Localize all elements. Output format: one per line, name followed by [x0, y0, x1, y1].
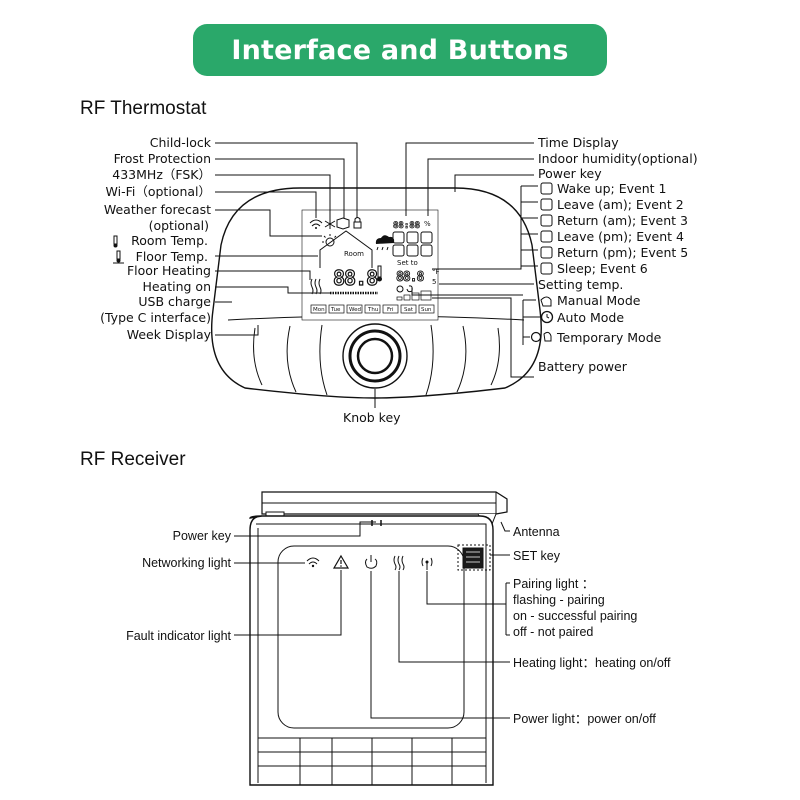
section-title-thermostat: RF Thermostat: [80, 98, 207, 119]
heating-light-icon: [393, 555, 405, 571]
networking-light-icon: [306, 557, 320, 568]
pairing-light-icon: [421, 557, 433, 570]
label-knob-key: Knob key: [343, 410, 401, 425]
banner-title: Interface and Buttons: [231, 34, 569, 66]
label-weather-forecast: Weather forecast: [104, 202, 211, 217]
lcd-clock-digits: 88:88: [393, 221, 420, 231]
lcd-screen: 88:88 % Room Set to 88.8 88.8 °F 5: [301, 209, 440, 321]
label-fault-indicator: Fault indicator light: [126, 629, 231, 643]
fault-indicator-icon: [332, 554, 350, 569]
label-wake-up: Wake up; Event 1: [557, 181, 666, 196]
thermostat-left-leaders: [215, 142, 358, 336]
label-floor-heating: Floor Heating: [127, 263, 211, 278]
label-wifi: Wi-Fi（optional）: [106, 184, 211, 199]
title-banner: Interface and Buttons: [193, 24, 607, 76]
label-room-temp: Room Temp.: [131, 233, 208, 248]
label-heating-on: Heating on: [142, 279, 211, 294]
wake-up-icon: [540, 182, 553, 195]
label-time-display: Time Display: [537, 135, 619, 150]
label-indoor-humidity: Indoor humidity(optional): [538, 151, 698, 166]
thermostat-right-leaders: [405, 142, 540, 378]
leave-pm-icon: [540, 230, 553, 243]
label-pairing-on: on - successful pairing: [513, 609, 637, 623]
auto-mode-icon: [540, 310, 554, 324]
day-wed: Wed: [349, 307, 361, 313]
event-icons-grid: [392, 231, 433, 257]
return-pm-icon: [540, 246, 553, 259]
label-networking-light: Networking light: [142, 556, 231, 570]
day-fri: Fri: [387, 307, 394, 313]
day-mon: Mon: [313, 307, 325, 313]
receiver-right-labels: Antenna SET key Pairing light ： flashing…: [513, 525, 671, 726]
sleep-icon: [540, 262, 553, 275]
knob-key[interactable]: [342, 323, 408, 389]
label-setting-temp: Setting temp.: [538, 277, 623, 292]
label-heating-light: Heating light：heating on/off: [513, 656, 671, 670]
wifi-icon: [309, 219, 323, 229]
lcd-unit-icon: °F: [432, 268, 440, 276]
day-sun: Sun: [421, 307, 432, 313]
thermostat-right-labels: Time Display Indoor humidity(optional) P…: [530, 135, 698, 374]
room-thermometer-icon: [113, 235, 118, 248]
lcd-set-to-label: Set to: [397, 259, 418, 267]
label-433mhz: 433MHz（FSK）: [112, 167, 211, 182]
433mhz-icon: [336, 217, 350, 230]
label-week-display: Week Display: [127, 327, 212, 342]
lcd-room-label: Room: [344, 250, 364, 258]
lcd-set-digits: 88.8: [396, 270, 424, 285]
label-temporary-mode: Temporary Mode: [556, 330, 662, 345]
receiver-leaders: [234, 521, 510, 719]
label-usb-charge: USB charge: [138, 294, 211, 309]
label-power-light: Power light：power on/off: [513, 712, 656, 726]
label-type-c: (Type C interface): [100, 310, 211, 325]
week-display: Mon Tue Wed Thu Fri Sat Sun: [310, 304, 435, 314]
label-manual-mode: Manual Mode: [557, 293, 641, 308]
weather-cloud-icon: [375, 235, 395, 251]
label-set-key: SET key: [513, 549, 561, 563]
set-key[interactable]: [457, 544, 491, 571]
day-tue: Tue: [330, 307, 341, 313]
label-receiver-power-key: Power key: [173, 529, 232, 543]
floor-heating-icon: [310, 278, 322, 295]
lcd-thermometer-icon: [377, 265, 382, 282]
label-pairing-off: off - not paired: [513, 625, 593, 639]
section-title-receiver: RF Receiver: [80, 449, 186, 470]
label-leave-am: Leave (am); Event 2: [557, 197, 684, 212]
temporary-mode-icon: [530, 331, 552, 343]
day-thu: Thu: [367, 307, 378, 313]
lcd-digit-5: 5: [432, 278, 436, 286]
label-power-key: Power key: [538, 166, 602, 181]
thermostat-left-labels: Child-lock Frost Protection 433MHz（FSK） …: [100, 135, 212, 342]
weather-sun-icon: [322, 234, 337, 247]
power-light-icon: [365, 555, 378, 569]
label-battery-power: Battery power: [538, 359, 628, 374]
label-antenna: Antenna: [513, 525, 560, 539]
return-am-icon: [540, 214, 553, 227]
label-floor-temp: Floor Temp.: [136, 249, 208, 264]
label-auto-mode: Auto Mode: [557, 310, 624, 325]
frost-protection-icon: [324, 218, 336, 229]
leave-am-icon: [540, 198, 553, 211]
house-outline: [319, 230, 373, 268]
label-pairing-flashing: flashing - pairing: [513, 593, 605, 607]
manual-mode-icon: [540, 296, 552, 307]
label-weather-optional: (optional): [149, 218, 209, 233]
humidity-icon: %: [424, 220, 431, 228]
label-frost-protection: Frost Protection: [114, 151, 211, 166]
day-sat: Sat: [404, 307, 414, 313]
floor-thermometer-icon: [113, 250, 124, 264]
label-sleep: Sleep; Event 6: [557, 261, 648, 276]
label-return-am: Return (am); Event 3: [557, 213, 688, 228]
label-child-lock: Child-lock: [150, 135, 212, 150]
label-leave-pm: Leave (pm); Event 4: [557, 229, 684, 244]
receiver-power-key[interactable]: [371, 520, 382, 526]
lcd-main-digits: 88.8: [333, 266, 377, 290]
receiver-left-labels: Power key Networking light Fault indicat…: [126, 529, 232, 643]
label-return-pm: Return (pm); Event 5: [557, 245, 688, 260]
label-pairing-light: Pairing light ：: [513, 577, 594, 591]
